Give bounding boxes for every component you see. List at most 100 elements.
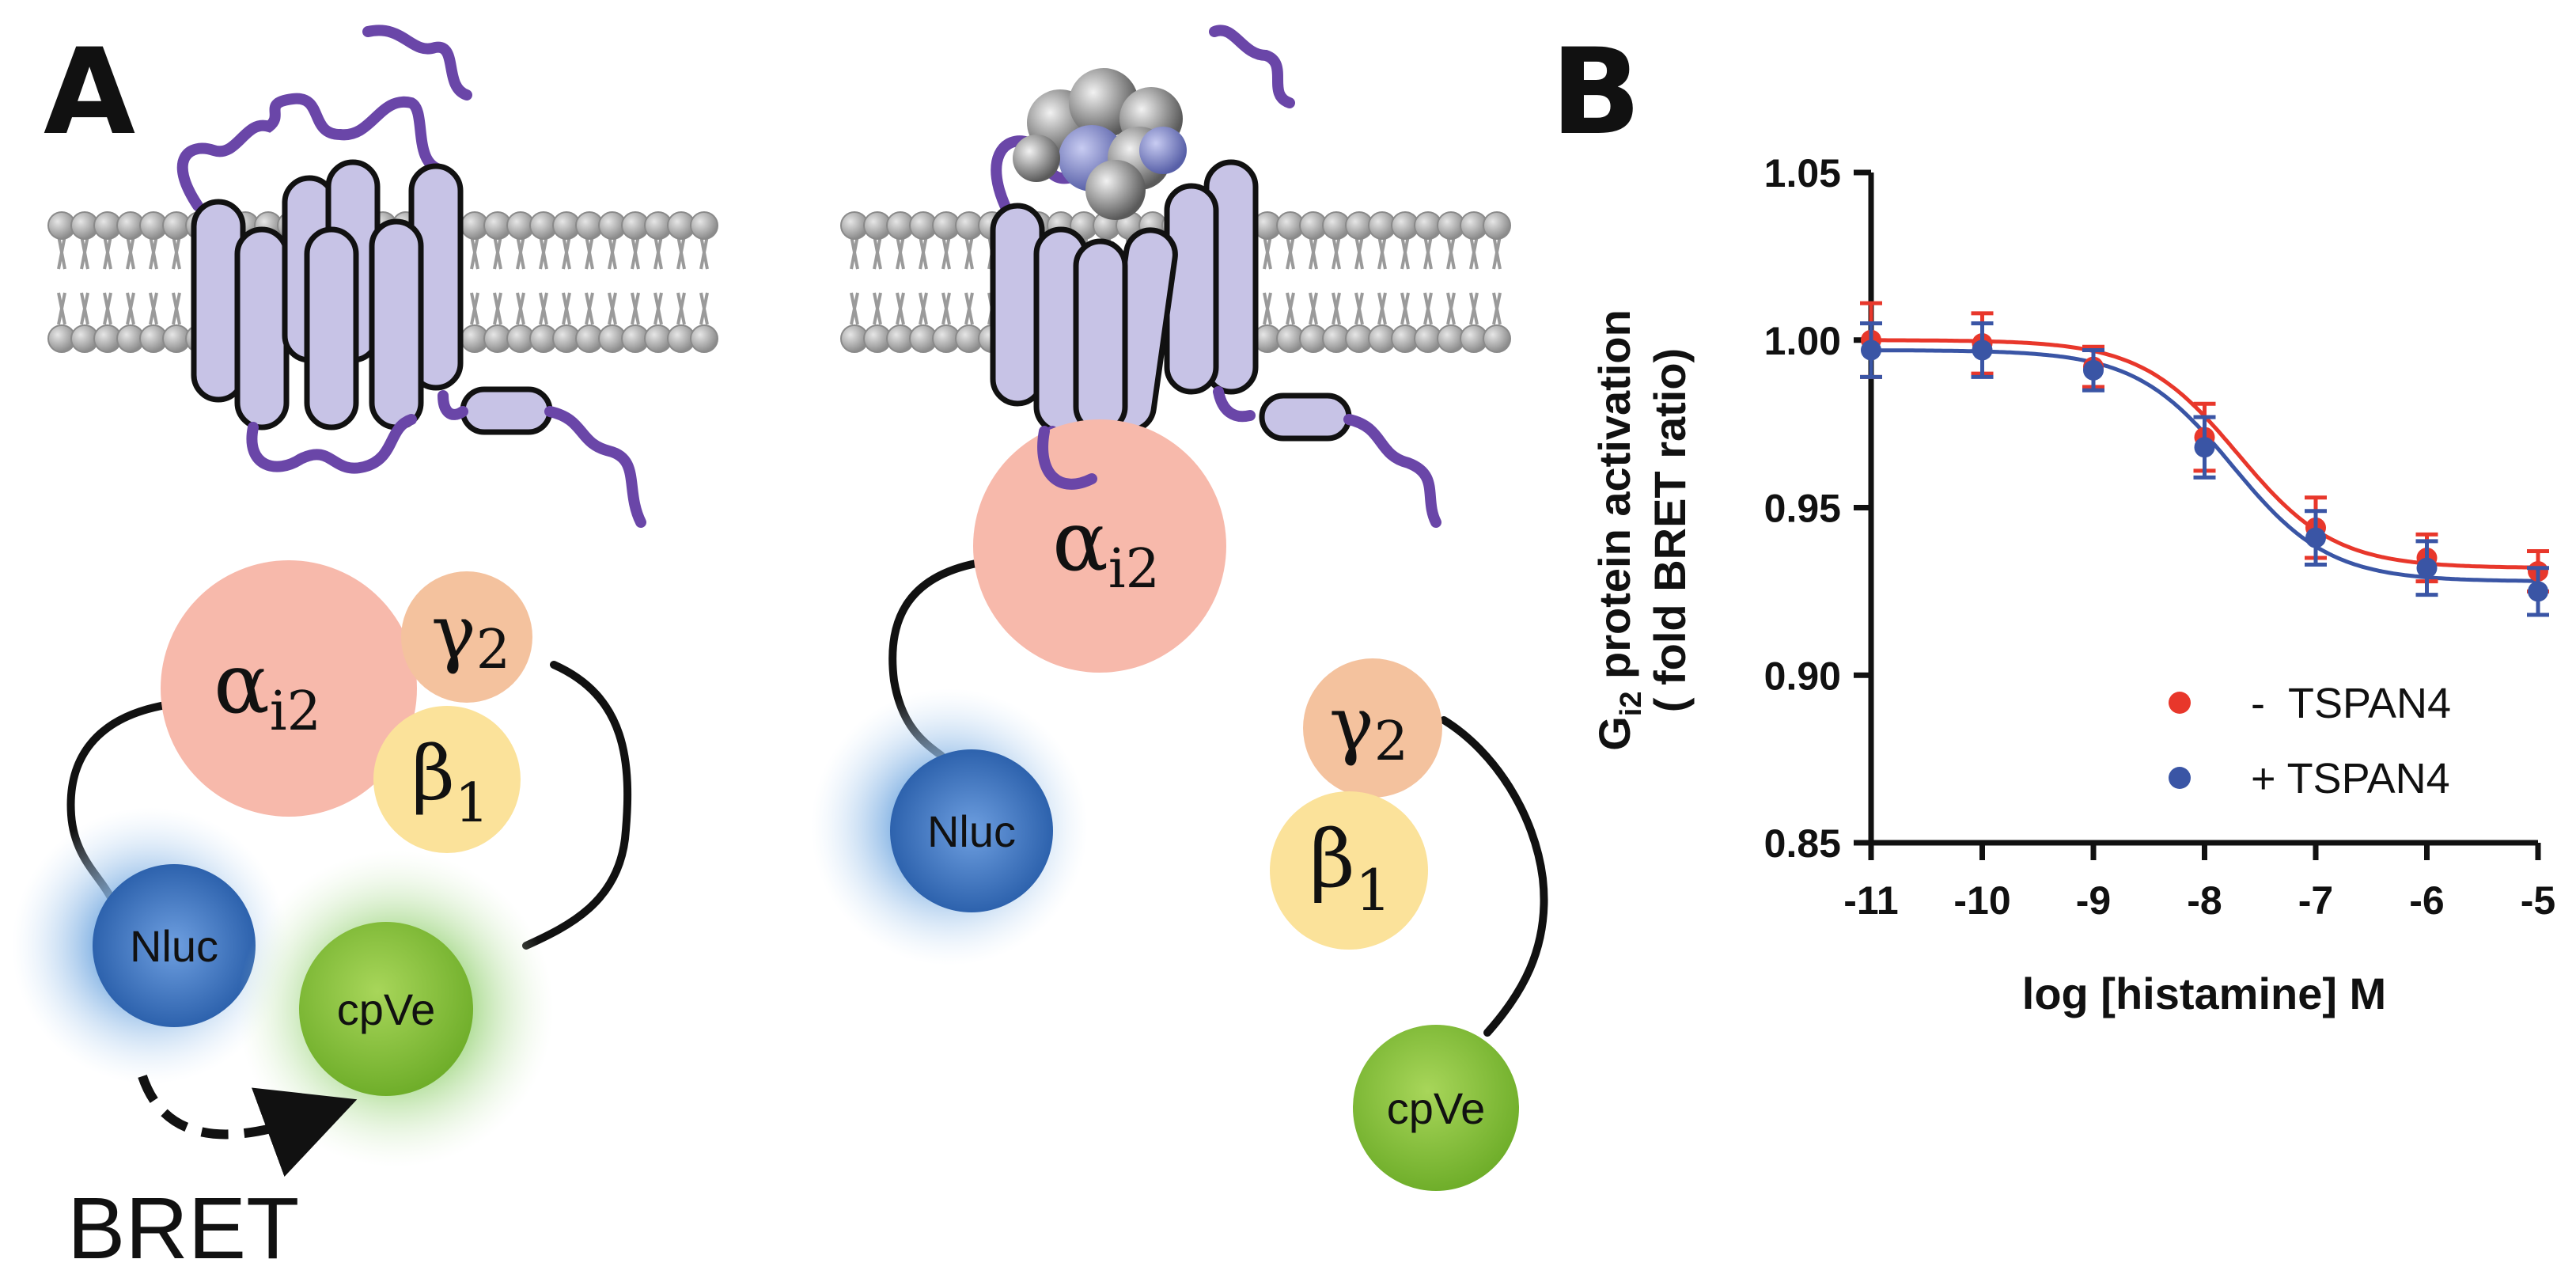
lipid-tail	[57, 235, 66, 270]
linker-gamma-cpve	[1440, 716, 1548, 1037]
lipid-tail	[1423, 292, 1433, 325]
beta-label: β1	[411, 730, 489, 835]
lipid-tail	[1332, 235, 1341, 270]
x-tick-label: -8	[2187, 878, 2222, 923]
y-tick-label: 1.05	[1764, 151, 1841, 195]
receptor-loop-extracellular	[176, 93, 449, 211]
lipid-head	[1483, 324, 1511, 353]
helix-8	[1259, 393, 1352, 442]
y-ticks: 0.850.900.951.001.05	[1764, 151, 1871, 866]
lipid-tail	[873, 235, 882, 270]
lipid-tail	[1377, 292, 1387, 325]
x-axis-title: log [histamine] M	[2022, 969, 2386, 1018]
y-axis-title-line1: Gi2 protein activation	[1589, 309, 1648, 751]
x-ticks: -11-10-9-8-7-6-5	[1843, 843, 2555, 923]
beta-label: β1	[1309, 813, 1392, 923]
alpha-label: αi2	[1052, 493, 1160, 601]
lipid-tail	[1400, 235, 1410, 270]
bret-label: BRET	[67, 1180, 299, 1277]
lipid-tail	[126, 235, 135, 270]
lipid-tail	[1286, 292, 1295, 325]
heterotrimer-inactive: αi2 γ2 β1 Nluc cpVe BRET	[12, 560, 632, 1277]
x-tick-label: -11	[1843, 878, 1899, 923]
data-point-series-2	[2528, 581, 2548, 602]
lipid-tail	[676, 292, 686, 325]
g-gamma-subunit	[401, 571, 532, 703]
lipid-tail	[562, 292, 571, 325]
y-tick-label: 0.95	[1764, 487, 1841, 531]
nluc-core	[890, 749, 1053, 912]
helix-tm7	[1073, 238, 1128, 434]
lipid-tail	[172, 292, 181, 325]
data-point-series-2	[2305, 527, 2326, 548]
lipid-tail	[608, 292, 617, 325]
helix-tm2	[234, 226, 290, 430]
legend-marker	[2169, 692, 2191, 714]
lipid-tail	[850, 235, 859, 270]
lipid-tail	[80, 292, 89, 325]
receptor-c-terminus	[1343, 414, 1441, 528]
lipid-tail	[964, 235, 974, 270]
data-point-series-2	[1972, 339, 1993, 361]
alpha-label: αi2	[214, 635, 321, 743]
lipid-tail	[1492, 292, 1502, 325]
lipid-tail	[631, 292, 640, 325]
lipid-head	[690, 324, 718, 353]
panel-a-letter: A	[44, 24, 135, 161]
lipid-tail	[1263, 292, 1272, 325]
linker-gamma-cpve	[522, 661, 632, 950]
lipid-tail	[149, 235, 158, 270]
lipid-tail	[80, 235, 89, 270]
lipid-tail	[1286, 235, 1295, 270]
lipid-tail	[516, 292, 525, 325]
lipid-tail	[1446, 235, 1456, 270]
lipid-tail	[585, 235, 594, 270]
helix-8	[460, 386, 553, 435]
lipid-tail	[470, 292, 479, 325]
legend-label: - TSPAN4	[2251, 680, 2451, 727]
nluc-core	[93, 864, 256, 1027]
x-tick-label: -6	[2409, 878, 2444, 923]
lipid-tail	[873, 292, 882, 325]
nluc-label: Nluc	[927, 806, 1016, 856]
lipid-tail	[653, 292, 663, 325]
lipid-head	[690, 211, 718, 240]
lipid-tail	[1309, 292, 1318, 325]
g-gamma-subunit	[1303, 658, 1442, 798]
data-point-series-2	[2194, 437, 2215, 458]
lipid-tail	[896, 235, 905, 270]
x-tick-label: -10	[1953, 878, 2010, 923]
lipid-tail	[653, 235, 663, 270]
x-tick-label: -7	[2298, 878, 2333, 923]
lipid-tail	[1377, 235, 1387, 270]
lipid-tail	[631, 235, 640, 270]
lipid-tail	[493, 235, 502, 270]
lipid-tail	[103, 235, 112, 270]
lipid-tail	[941, 235, 951, 270]
receptor-loop-n-terminus	[362, 25, 472, 100]
lipid-tail	[562, 235, 571, 270]
lipid-tail	[103, 292, 112, 325]
gamma-label: γ2	[431, 590, 510, 681]
lipid-tail	[585, 292, 594, 325]
panel-b: B Gi2 protein activation ( fold BRET rat…	[1551, 24, 2555, 1018]
g-alpha-subunit	[973, 419, 1226, 673]
dose-response-chart: Gi2 protein activation ( fold BRET ratio…	[1589, 151, 2555, 1018]
panel-b-letter: B	[1551, 24, 1641, 161]
lipid-tail	[1469, 292, 1479, 325]
cpve-label: cpVe	[1387, 1083, 1486, 1133]
y-axis-title-line2: ( fold BRET ratio)	[1645, 348, 1695, 712]
helix-tm4	[1164, 183, 1219, 395]
gpcr-active	[990, 25, 1441, 528]
lipid-tail	[1263, 235, 1272, 270]
lipid-tail	[1332, 292, 1341, 325]
data-points	[1860, 301, 2549, 617]
y-tick-label: 0.90	[1764, 654, 1841, 698]
x-tick-label: -5	[2521, 878, 2555, 923]
nluc-label: Nluc	[130, 921, 218, 971]
histamine-ligand	[1013, 68, 1187, 220]
cpve-label: cpVe	[337, 984, 436, 1034]
lipid-tail	[470, 235, 479, 270]
lipid-tail	[676, 235, 686, 270]
